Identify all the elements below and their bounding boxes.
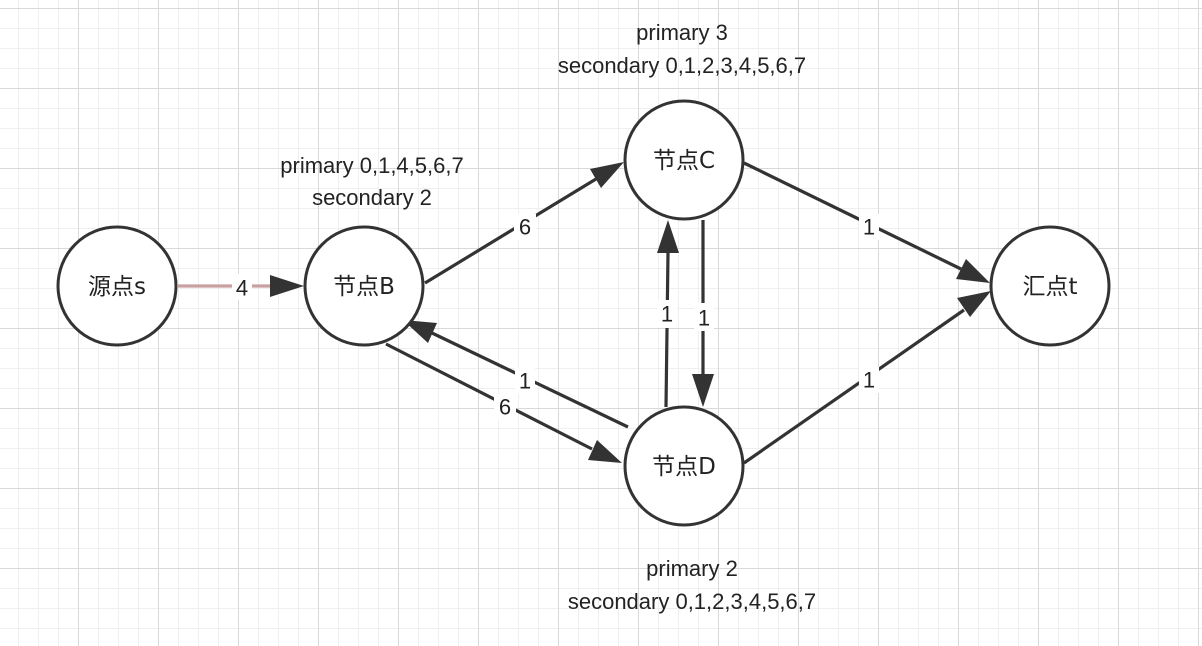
edge-c-t-label: 1 (863, 215, 875, 240)
node-label: 汇点t (1022, 274, 1077, 300)
edge-d-b-label: 1 (519, 369, 531, 394)
node-b: 节点B (303, 225, 425, 347)
note-node-b: primary 0,1,4,5,6,7 secondary 2 (280, 153, 463, 210)
node-circle (989, 225, 1111, 347)
node-d: 节点D (623, 405, 745, 527)
edge-b-to-c: 6 (424, 162, 624, 285)
arrow-head (692, 374, 714, 407)
note-primary: primary 3 (636, 20, 728, 45)
arrow-head (403, 320, 437, 343)
edge-label-bg (859, 367, 879, 393)
edge-b-c-line (424, 177, 597, 285)
edge-c-t-line (743, 161, 962, 271)
edge-label-bg (657, 300, 677, 328)
arrow-head (957, 291, 991, 317)
note-node-d: primary 2 secondary 0,1,2,3,4,5,6,7 (568, 556, 816, 614)
edge-d-to-c: 1 (657, 220, 679, 408)
edge-d-to-b: 1 (403, 320, 629, 429)
note-secondary: secondary 0,1,2,3,4,5,6,7 (558, 53, 806, 78)
arrow-head (657, 220, 679, 253)
note-primary: primary 0,1,4,5,6,7 (280, 153, 463, 178)
note-secondary: secondary 0,1,2,3,4,5,6,7 (568, 589, 816, 614)
arrow-head (590, 162, 624, 188)
edge-d-c-line (664, 252, 670, 408)
node-label: 节点D (652, 454, 716, 480)
edge-d-to-t: 1 (743, 291, 991, 465)
edge-d-t-line (743, 308, 965, 465)
edge-b-to-d: 6 (385, 342, 622, 463)
edge-d-c-label: 1 (661, 302, 673, 327)
edge-label-bg (515, 368, 535, 394)
node-label: 源点s (88, 274, 146, 300)
node-source-s: 源点s (56, 225, 178, 347)
edge-c-to-d: 1 (692, 220, 714, 407)
edge-b-c-label: 6 (519, 215, 531, 240)
node-circle (303, 225, 425, 347)
edge-label-bg (232, 274, 252, 300)
edge-s-to-b: 4 (178, 274, 304, 301)
edge-label-bg (494, 394, 516, 420)
edge-b-d-label: 6 (499, 395, 511, 420)
note-node-c: primary 3 secondary 0,1,2,3,4,5,6,7 (558, 20, 806, 78)
edge-b-d-line (385, 342, 593, 451)
note-primary: primary 2 (646, 556, 738, 581)
edge-label-bg (859, 214, 879, 240)
node-circle (623, 99, 745, 221)
node-label: 节点B (333, 274, 395, 300)
arrow-head (956, 259, 990, 283)
node-circle (623, 405, 745, 527)
edge-c-to-t: 1 (743, 161, 990, 283)
note-secondary: secondary 2 (312, 185, 432, 210)
node-circle (56, 225, 178, 347)
arrow-head (270, 275, 304, 297)
edge-c-d-label: 1 (698, 306, 710, 331)
edge-label-bg (514, 214, 536, 240)
edge-label-bg (694, 303, 714, 331)
node-c: 节点C (623, 99, 745, 221)
edge-d-t-label: 1 (863, 368, 875, 393)
node-sink-t: 汇点t (989, 225, 1111, 347)
node-label: 节点C (653, 148, 715, 174)
arrow-head (588, 440, 622, 463)
edge-s-b-label: 4 (236, 276, 248, 301)
